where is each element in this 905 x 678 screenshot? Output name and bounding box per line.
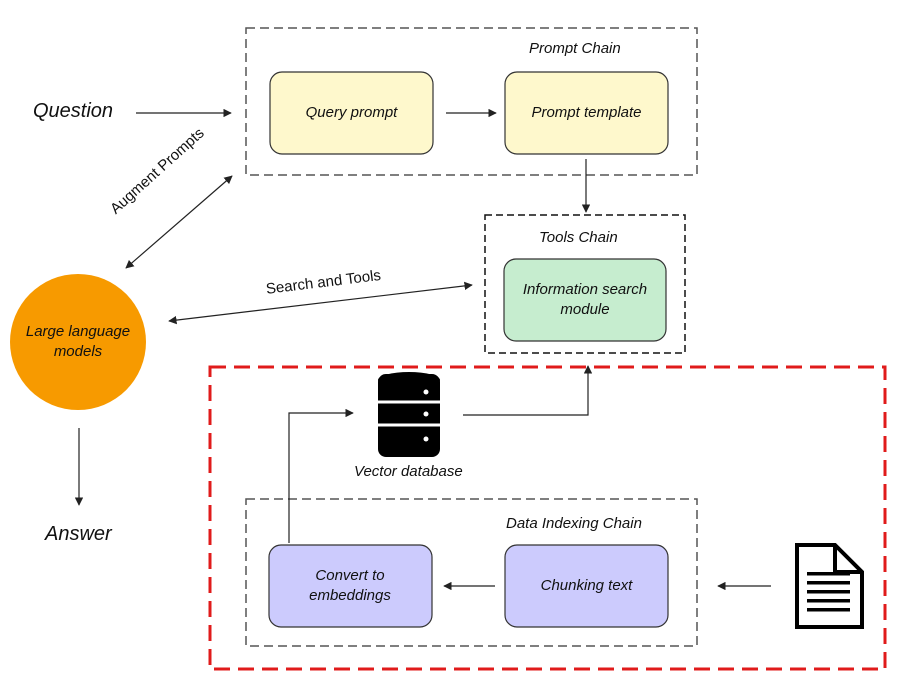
prompt-chain-title: Prompt Chain <box>529 40 621 57</box>
information-search-label: Information search module <box>522 281 648 318</box>
tools-chain-title: Tools Chain <box>539 229 618 246</box>
prompt-template-box <box>504 71 669 155</box>
information-search-box <box>503 258 667 342</box>
database-icon <box>378 372 440 457</box>
query-prompt-box <box>269 71 434 155</box>
chunking-text-box <box>504 544 669 628</box>
embeddings-to-db-arrow <box>288 408 354 543</box>
document-icon <box>795 543 864 629</box>
convert-embeddings-box <box>268 544 433 628</box>
query-prompt-label: Query prompt <box>305 104 398 121</box>
prompt-template-label: Prompt template <box>531 104 642 121</box>
data-indexing-chain-title: Data Indexing Chain <box>506 515 642 532</box>
augment-prompts-arrow <box>125 175 233 269</box>
question-label: Question <box>33 100 114 122</box>
llm-label: Large language models <box>25 323 131 360</box>
db-to-tools-arrow <box>463 365 593 416</box>
vector-database-label: Vector database <box>354 463 463 480</box>
tools-chain-container <box>484 214 686 354</box>
rag-indexing-highlight <box>208 365 887 671</box>
prompt-chain-container <box>245 27 698 176</box>
answer-label: Answer <box>45 523 112 545</box>
chunking-text-label: Chunking text <box>540 577 633 594</box>
llm-circle <box>10 274 146 410</box>
convert-embeddings-label: Convert to embeddings <box>309 567 391 604</box>
search-tools-arrow <box>168 281 473 325</box>
data-indexing-chain-container <box>245 498 698 647</box>
